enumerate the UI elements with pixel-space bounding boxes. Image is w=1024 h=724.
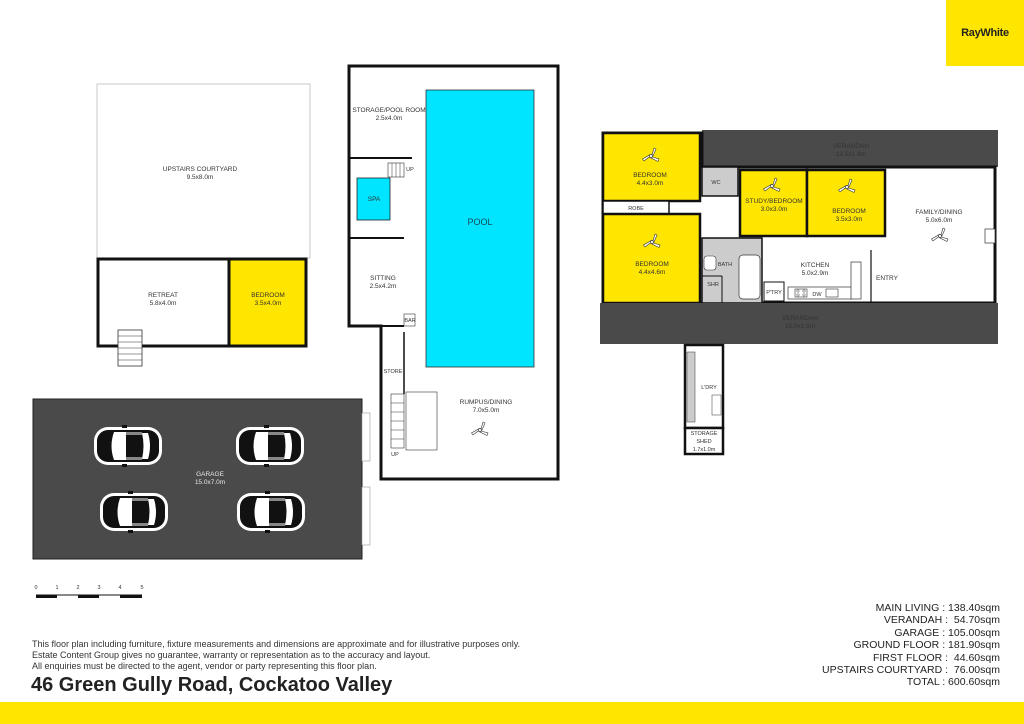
storage-shed-dim: 1.7x1.0m bbox=[693, 447, 716, 453]
family-dining: FAMILY/DINING 5.0x6.0m bbox=[915, 209, 996, 244]
property-address: 46 Green Gully Road, Cockatoo Valley bbox=[31, 674, 393, 696]
area-row: VERANDAH : 54.70sqm bbox=[883, 614, 1000, 627]
storage-pool-room-label: STORAGE/POOL ROOM bbox=[352, 107, 425, 114]
rumpus-dining: RUMPUS/DINING 7.0x5.0m bbox=[460, 399, 513, 436]
scale-tick-label: 2 bbox=[76, 585, 79, 591]
bar-label: BAR bbox=[404, 318, 415, 324]
verandah-bottom-label: VERANDAH bbox=[782, 315, 818, 322]
pool: POOL bbox=[425, 89, 535, 368]
garage-dim: 15.0x7.0m bbox=[195, 479, 225, 486]
dishwasher-label: DW bbox=[812, 292, 822, 298]
upstairs-courtyard: UPSTAIRS COURTYARD 9.5x8.0m bbox=[96, 83, 311, 259]
bedroom-2-label: BEDROOM bbox=[635, 261, 669, 268]
bedroom-1-dim: 4.4x3.0m bbox=[637, 180, 664, 187]
disclaimer-line: This floor plan including furniture, fix… bbox=[32, 639, 521, 649]
bedroom-2: BEDROOM 4.4x4.6m bbox=[601, 212, 702, 305]
sitting-room: SITTING 2.5x4.2m BAR bbox=[370, 275, 416, 327]
car-icon bbox=[236, 425, 304, 467]
car-icon bbox=[94, 425, 162, 467]
storage-shed-label-2: SHED bbox=[696, 439, 711, 445]
verandah-bottom-dim: 18.0x1.8m bbox=[785, 323, 815, 330]
bedroom-upper-label: BEDROOM bbox=[251, 292, 285, 299]
bedroom-2-dim: 4.4x4.6m bbox=[639, 269, 666, 276]
robe-label: ROBE bbox=[628, 206, 644, 212]
bedroom-3-dim: 3.5x3.0m bbox=[836, 216, 863, 223]
up-label: UP bbox=[406, 167, 414, 173]
car-icon bbox=[237, 491, 305, 533]
ray-white-logo: RayWhite bbox=[946, 0, 1024, 66]
rumpus-dining-label: RUMPUS/DINING bbox=[460, 399, 513, 406]
verandah-top: VERANDAH 13.5x1.8m bbox=[702, 130, 998, 167]
area-row: GROUND FLOOR : 181.90sqm bbox=[853, 639, 1000, 652]
bedroom-1: BEDROOM 4.4x3.0m bbox=[601, 131, 702, 203]
scale-bar: 0 1 2 3 4 5 bbox=[34, 585, 144, 598]
scale-tick-label: 4 bbox=[118, 585, 121, 591]
upstairs-courtyard-label: UPSTAIRS COURTYARD bbox=[163, 166, 238, 173]
robe: ROBE bbox=[602, 200, 670, 215]
wc: WC bbox=[701, 166, 739, 197]
area-row: TOTAL : 600.60sqm bbox=[906, 676, 1000, 689]
study-bedroom-label: STUDY/BEDROOM bbox=[745, 198, 802, 205]
bathroom: BATH SHR bbox=[701, 237, 763, 304]
disclaimer-line: Estate Content Group gives no guarantee,… bbox=[32, 650, 431, 660]
scale-tick-label: 1 bbox=[55, 585, 58, 591]
area-row: FIRST FLOOR : 44.60sqm bbox=[872, 651, 1000, 664]
bedroom-3: BEDROOM 3.5x3.0m bbox=[805, 168, 887, 238]
family-dining-dim: 5.0x6.0m bbox=[926, 217, 953, 224]
scale-tick-label: 5 bbox=[140, 585, 143, 591]
storage-shed: STORAGE SHED 1.7x1.0m bbox=[683, 426, 725, 456]
storage-shed-label: STORAGE bbox=[691, 431, 718, 437]
car-icon bbox=[100, 491, 168, 533]
footer-bar bbox=[0, 702, 1024, 724]
storage-pool-room-dim: 2.5x4.0m bbox=[376, 115, 403, 122]
disclaimer-line: All enquiries must be directed to the ag… bbox=[32, 661, 377, 671]
scale-tick-label: 3 bbox=[97, 585, 100, 591]
laundry: L'DRY bbox=[683, 343, 725, 430]
verandah-bottom: VERANDAH 18.0x1.8m bbox=[600, 303, 998, 344]
scale-tick-label: 0 bbox=[34, 585, 37, 591]
spa: SPA bbox=[356, 177, 391, 221]
pool-label: POOL bbox=[467, 217, 492, 227]
garage: GARAGE 15.0x7.0m bbox=[32, 398, 371, 560]
wc-label: WC bbox=[711, 180, 720, 186]
kitchen-dim: 5.0x2.9m bbox=[802, 270, 829, 277]
sitting-dim: 2.5x4.2m bbox=[370, 283, 397, 290]
family-dining-label: FAMILY/DINING bbox=[915, 209, 962, 216]
upstairs-courtyard-dim: 9.5x8.0m bbox=[187, 174, 214, 181]
area-row: MAIN LIVING : 138.40sqm bbox=[875, 602, 1000, 614]
entry-label: ENTRY bbox=[876, 275, 899, 282]
area-row: GARAGE : 105.00sqm bbox=[894, 626, 1000, 639]
sitting-label: SITTING bbox=[370, 275, 396, 282]
brand-logo-text: RayWhite bbox=[961, 27, 1009, 39]
floor-plan: UPSTAIRS COURTYARD 9.5x8.0m RETREAT 5.8x… bbox=[32, 64, 998, 598]
bedroom-3-label: BEDROOM bbox=[832, 208, 866, 215]
kitchen: KITCHEN 5.0x2.9m P'TRY DW bbox=[763, 261, 862, 302]
garage-label: GARAGE bbox=[196, 471, 224, 478]
shr-label: SHR bbox=[707, 282, 719, 288]
disclaimer: This floor plan including furniture, fix… bbox=[32, 639, 632, 672]
retreat-label: RETREAT bbox=[148, 292, 178, 299]
upstairs-stair bbox=[117, 329, 143, 367]
bath-label: BATH bbox=[718, 262, 732, 268]
verandah-top-dim: 13.5x1.8m bbox=[836, 151, 866, 158]
pool-stair: UP bbox=[387, 162, 414, 178]
bedroom-1-label: BEDROOM bbox=[633, 172, 667, 179]
retreat-dim: 5.8x4.0m bbox=[150, 300, 177, 307]
bedroom-upper: BEDROOM 3.5x4.0m bbox=[227, 257, 308, 348]
study-bedroom: STUDY/BEDROOM 3.0x3.0m bbox=[738, 168, 809, 238]
laundry-label: L'DRY bbox=[701, 385, 717, 391]
kitchen-label: KITCHEN bbox=[801, 262, 830, 269]
spa-label: SPA bbox=[368, 196, 381, 203]
store-label: STORE bbox=[384, 369, 403, 375]
area-row: UPSTAIRS COURTYARD : 76.00sqm bbox=[822, 664, 1000, 677]
store-area: STORE UP bbox=[384, 332, 438, 458]
study-bedroom-dim: 3.0x3.0m bbox=[761, 206, 788, 213]
area-summary: MAIN LIVING : 138.40sqm VERANDAH : 54.70… bbox=[740, 602, 1000, 689]
verandah-top-label: VERANDAH bbox=[833, 143, 869, 150]
bedroom-upper-dim: 3.5x4.0m bbox=[255, 300, 282, 307]
entry: ENTRY bbox=[870, 250, 899, 303]
pantry-label: P'TRY bbox=[766, 290, 782, 296]
up-label: UP bbox=[391, 452, 399, 458]
rumpus-dining-dim: 7.0x5.0m bbox=[473, 407, 500, 414]
